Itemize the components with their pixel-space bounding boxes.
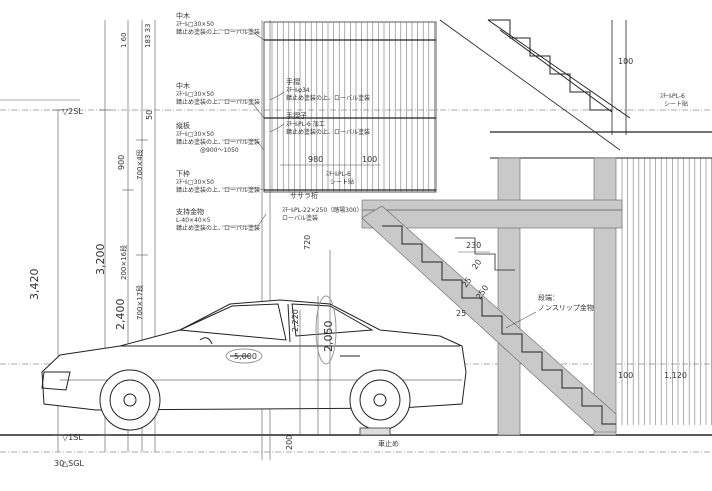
level-sgl: △SGL	[62, 459, 84, 468]
note-sheet1-a: ｽﾁｰﾙPL-6	[326, 171, 351, 178]
car-stop	[359, 427, 391, 436]
note-sasara-a: ｽﾁｰﾙPL-22×250（踏場300）	[282, 206, 363, 214]
railing-fence	[261, 20, 437, 460]
leader-lines	[218, 29, 285, 227]
dim-200x16: 200×16段	[119, 245, 128, 280]
note-tatebo-c: @900～1050	[200, 147, 239, 154]
dim-3420: 3,420	[28, 269, 41, 301]
dim-3200: 3,200	[94, 244, 107, 276]
dim-50: 50	[145, 110, 154, 120]
note-nakagi2-b: 錆止め塗装の上、ローバル塗装	[176, 98, 260, 106]
note-tesuri1-title: 手摺	[286, 77, 300, 86]
note-shitagi-b: 錆止め塗装の上、ローバル塗装	[176, 186, 260, 194]
dim-100-upper: 100	[618, 57, 633, 66]
note-tatebo-a: ｽﾁｰﾙ□30×50	[176, 131, 214, 138]
dim-100-railing: 100	[362, 155, 377, 164]
landing-beam	[361, 199, 623, 229]
note-nakagi2-a: ｽﾁｰﾙ□30×50	[176, 91, 214, 98]
car-elevation	[41, 299, 467, 431]
dim-2400: 2,400	[114, 299, 127, 331]
note-dan-b: ノンスリップ金物	[538, 303, 594, 312]
note-tatebo-title: 縦板	[176, 121, 190, 130]
car-dimensions: 2,220 720 2,050 5,000	[225, 235, 337, 435]
dim-720: 720	[303, 235, 312, 250]
note-shiji-a: L-40×40×5	[176, 217, 211, 224]
note-sheet2-b: シート貼	[664, 100, 688, 108]
note-sasara-title: ササラ桁	[290, 191, 318, 200]
railing-notes: 手摺 ｽﾁｰﾙφ34 錆止め塗装の上、ローバル塗装 手摺子 ｽﾁｰﾙPL-6 加…	[280, 77, 380, 222]
dim-30: 30	[54, 459, 64, 468]
dim-5000: 5,000	[234, 352, 257, 361]
dim-25b: 25	[456, 309, 466, 318]
note-tesuri1-b: 錆止め塗装の上、ローバル塗装	[286, 94, 370, 102]
note-shiji-title: 支持金物	[176, 207, 204, 216]
dim-200: 200	[285, 435, 294, 450]
note-sheet2-a: ｽﾁｰﾙPL-6	[660, 93, 685, 100]
note-dan-title: 段端：	[538, 293, 559, 302]
lower-stair	[361, 205, 617, 433]
note-tesuri2-b: 錆止め塗装の上、ローバル塗装	[286, 128, 370, 136]
dim-2050: 2,050	[322, 321, 335, 353]
note-tesuri1-a: ｽﾁｰﾙφ34	[286, 87, 310, 94]
note-tesuri2-title: 手摺子	[286, 111, 307, 120]
note-kuruma: 車止め	[378, 439, 399, 448]
dim-250: 250	[474, 283, 490, 301]
steel-column-right	[593, 157, 617, 436]
spec-notes: 中木 ｽﾁｰﾙ□30×50 錆止め塗装の上、ローバル塗装 中木 ｽﾁｰﾙ□30×…	[176, 11, 260, 232]
dim-2220: 2,220	[291, 309, 300, 332]
dim-700x4: 700×4段	[135, 149, 144, 180]
dim-20: 20	[470, 258, 483, 272]
steel-column-left	[497, 157, 521, 436]
dim-183: 183 33	[144, 24, 152, 49]
upper-stair	[439, 19, 631, 151]
note-nakagi1-b: 錆止め塗装の上、ローバル塗装	[176, 28, 260, 36]
note-nakagi2-title: 中木	[176, 81, 190, 90]
note-nakagi1-title: 中木	[176, 11, 190, 20]
dim-900: 900	[117, 155, 126, 170]
dim-100-bottom: 100	[618, 371, 633, 380]
dim-160: 1 60	[120, 32, 128, 48]
note-shitagi-a: ｽﾁｰﾙ□30×50	[176, 179, 214, 186]
level-2sl: ▽2SL	[62, 107, 83, 116]
note-tatebo-b: 錆止め塗装の上、ローバル塗装	[176, 138, 260, 146]
note-tesuri2-a: ｽﾁｰﾙPL-6 加工	[286, 120, 325, 128]
note-nakagi1-a: ｽﾁｰﾙ□30×50	[176, 21, 214, 28]
level-1sl: ▽1SL	[62, 433, 83, 442]
dim-980: 980	[308, 155, 323, 164]
note-sasara-b: ローバル塗装	[282, 214, 318, 222]
dim-700x17: 700×17段	[135, 285, 144, 320]
note-shitagi-title: 下枠	[176, 169, 190, 178]
note-shiji-b: 錆止め塗装の上、ローバル塗装	[176, 224, 260, 232]
note-sheet1-b: シート貼	[330, 178, 354, 186]
dim-1120: 1,120	[664, 371, 687, 380]
dim-230: 230	[466, 241, 481, 250]
